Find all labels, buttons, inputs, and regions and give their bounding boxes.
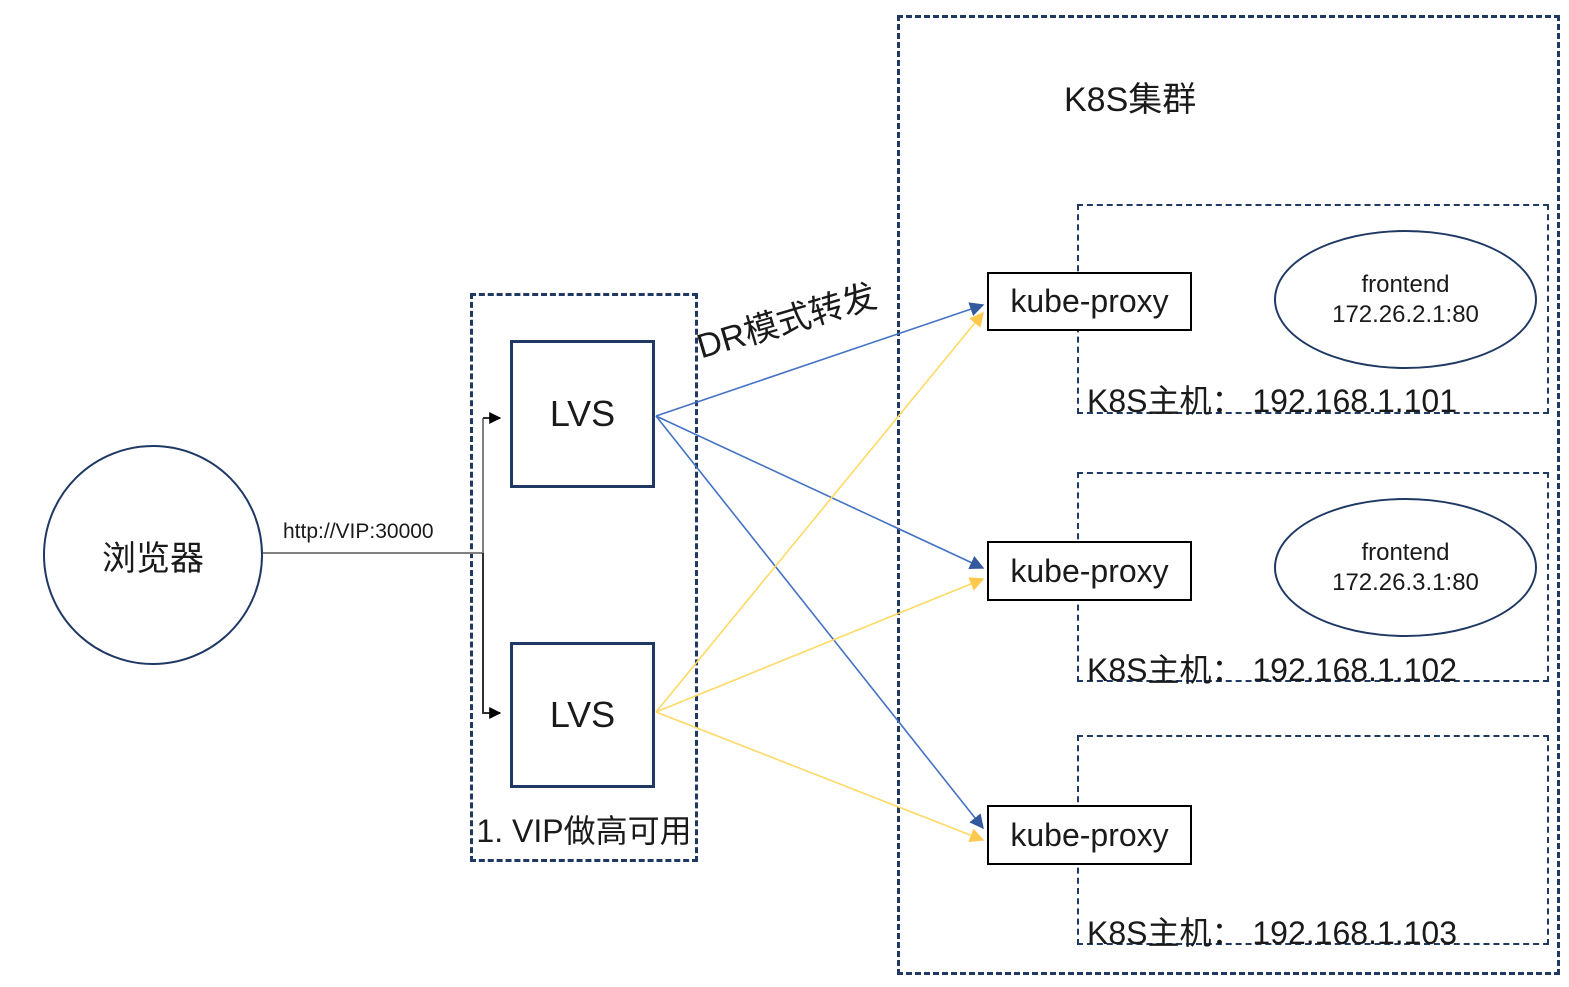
- browser-node: 浏览器: [43, 445, 263, 665]
- host3-kube-proxy-node: kube-proxy: [987, 805, 1192, 865]
- host2-kube-proxy-label: kube-proxy: [1010, 552, 1169, 589]
- request-url-label: http://VIP:30000: [283, 520, 434, 543]
- host3-kube-proxy-label: kube-proxy: [1010, 816, 1169, 853]
- host3-label: K8S主机： 192.168.1.103: [1087, 915, 1458, 951]
- host1-frontend-pod: frontend 172.26.2.1:80: [1274, 230, 1537, 369]
- lvs-node-bottom: LVS: [510, 642, 655, 788]
- host2-kube-proxy-node: kube-proxy: [987, 541, 1192, 601]
- host1-pod-address: 172.26.2.1:80: [1332, 300, 1479, 328]
- lvs-top-to-proxy1-arrow: [655, 302, 985, 417]
- host2-pod-name: frontend: [1361, 538, 1450, 566]
- host1-label: K8S主机： 192.168.1.101: [1087, 383, 1458, 419]
- host1-kube-proxy-label: kube-proxy: [1010, 283, 1169, 319]
- lvs-group-caption: 1. VIP做高可用: [476, 813, 692, 849]
- lvs-top-to-proxy3-arrow: [655, 415, 984, 830]
- junction-to-lvs-bottom-arrow: [482, 553, 502, 719]
- browser-label: 浏览器: [102, 539, 204, 578]
- k8s-cluster-title: K8S集群: [1064, 81, 1197, 119]
- lvs-bottom-to-proxy3-arrow: [655, 711, 985, 842]
- host2-pod-address: 172.26.3.1:80: [1332, 568, 1479, 596]
- lvs-bottom-label: LVS: [549, 694, 616, 735]
- lvs-ha-group-box: [470, 293, 698, 862]
- host1-kube-proxy-node: kube-proxy: [987, 272, 1192, 331]
- lvs-bottom-to-proxy2-arrow: [655, 577, 985, 713]
- k8s-cluster-box: [897, 15, 1560, 975]
- lvs-top-to-proxy2-arrow: [655, 415, 985, 570]
- host2-frontend-pod: frontend 172.26.3.1:80: [1274, 498, 1537, 637]
- lvs-node-top: LVS: [510, 340, 655, 488]
- lvs-bottom-to-proxy1-arrow: [655, 311, 984, 713]
- host1-pod-name: frontend: [1361, 270, 1450, 298]
- host2-label: K8S主机： 192.168.1.102: [1087, 652, 1458, 688]
- lvs-top-label: LVS: [549, 393, 616, 434]
